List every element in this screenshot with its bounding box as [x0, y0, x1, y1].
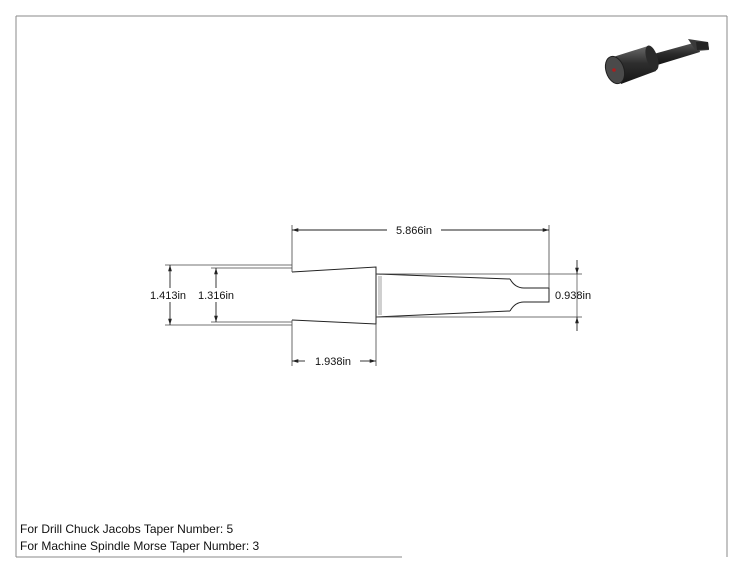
part-profile: [291, 266, 550, 325]
dimension-lines: [168, 228, 579, 363]
spindle-diameter-dimension: 0.938in: [555, 290, 591, 302]
drawing-frame: [15, 15, 728, 558]
outer-diameter-dimension: 1.413in: [150, 290, 186, 302]
taper-length-dimension: 1.938in: [315, 356, 351, 368]
isometric-part-thumbnail: [604, 39, 709, 85]
inner-diameter-dimension: 1.316in: [198, 290, 234, 302]
extension-lines: [165, 225, 582, 366]
machine-spindle-taper-note: For Machine Spindle Morse Taper Number: …: [20, 539, 260, 553]
overall-length-dimension: 5.866in: [396, 225, 432, 237]
drill-chuck-taper-note: For Drill Chuck Jacobs Taper Number: 5: [20, 522, 234, 536]
